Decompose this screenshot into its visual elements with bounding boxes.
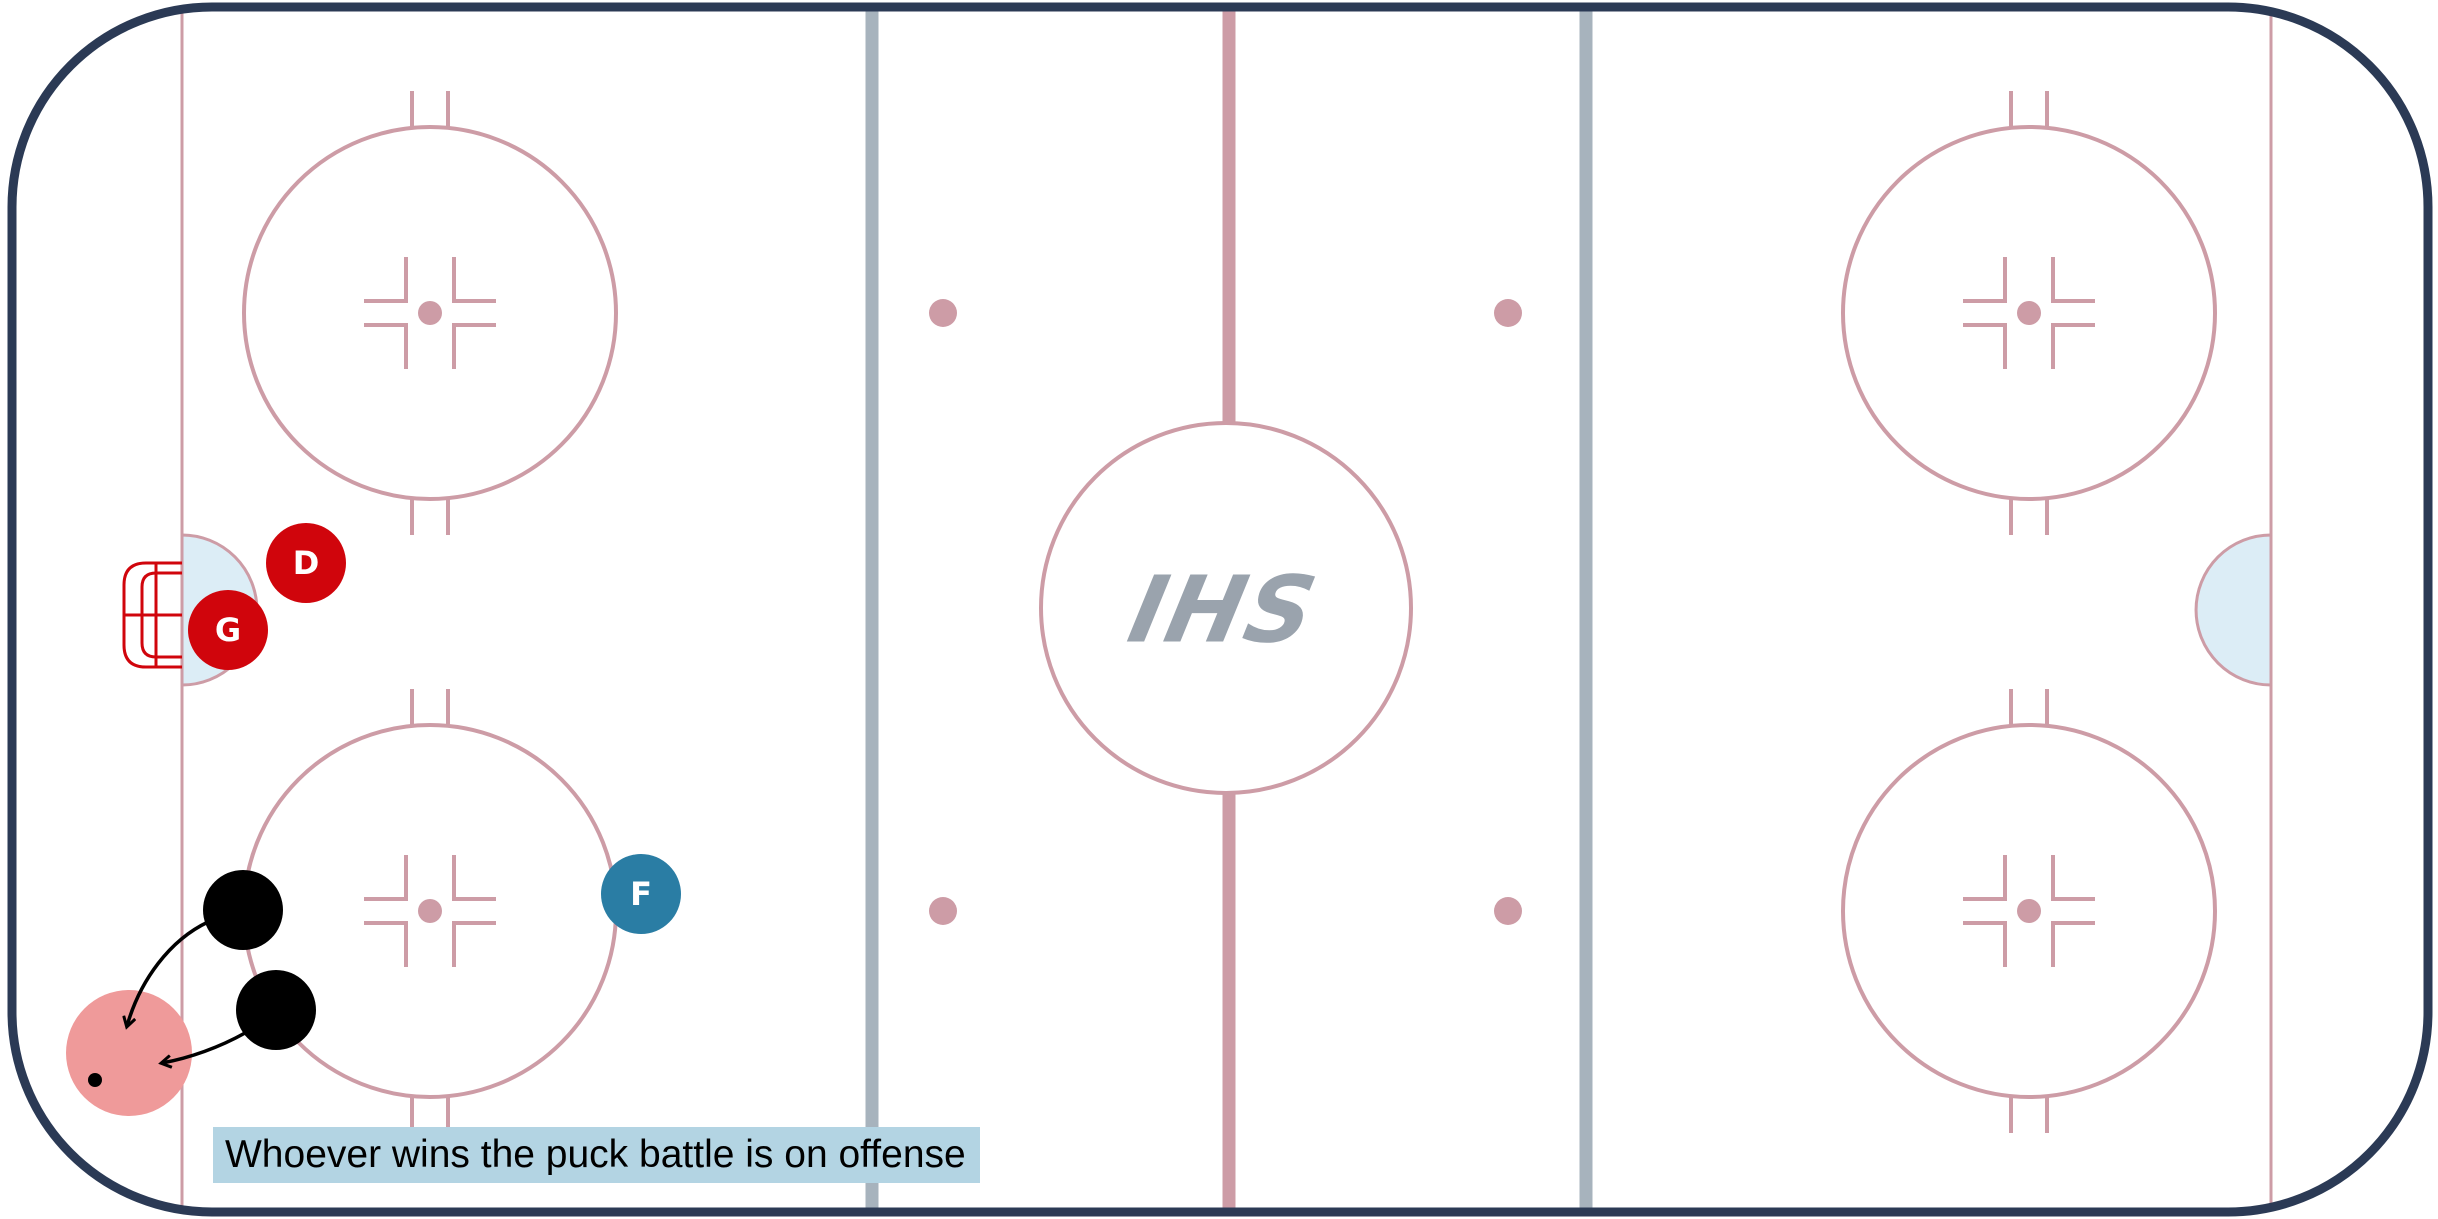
- faceoff-dot: [418, 301, 442, 325]
- player-d-label: D: [293, 544, 320, 582]
- neutral-zone-dot: [1494, 299, 1522, 327]
- player-f-label: F: [630, 875, 652, 913]
- right-goal-crease: [2194, 533, 2273, 687]
- rink-boards: [7, 2, 2433, 1217]
- center-ice-logo: IHS: [1120, 557, 1326, 664]
- skate-arrow: [127, 920, 209, 1026]
- player-g-token: [188, 590, 268, 670]
- rink-markings: IHS D G F: [66, 7, 2273, 1212]
- player-d: D: [266, 523, 346, 603]
- neutral-zone-dot: [929, 897, 957, 925]
- neutral-zone-dot: [1494, 897, 1522, 925]
- faceoff-circles: [242, 91, 2217, 1133]
- puck: [88, 1073, 102, 1087]
- drill-caption: Whoever wins the puck battle is on offen…: [213, 1127, 980, 1183]
- player-g: G: [188, 590, 268, 670]
- player-black-2: [236, 970, 316, 1050]
- faceoff-dot: [2017, 301, 2041, 325]
- puck-battle-zone: [66, 990, 192, 1116]
- faceoff-circle: [1841, 689, 2217, 1133]
- faceoff-circle: [242, 91, 618, 535]
- faceoff-dot: [418, 899, 442, 923]
- goal-net: [122, 561, 182, 669]
- faceoff-dot: [2017, 899, 2041, 923]
- neutral-zone-dot: [929, 299, 957, 327]
- player-d-token: [266, 523, 346, 603]
- skate-arrow: [162, 1031, 246, 1063]
- player-black-1: [203, 870, 283, 950]
- player-f: F: [601, 854, 681, 934]
- center-faceoff-circle: [1039, 421, 1413, 795]
- player-f-token: [601, 854, 681, 934]
- faceoff-circle: [1841, 91, 2217, 535]
- player-g-label: G: [215, 611, 241, 649]
